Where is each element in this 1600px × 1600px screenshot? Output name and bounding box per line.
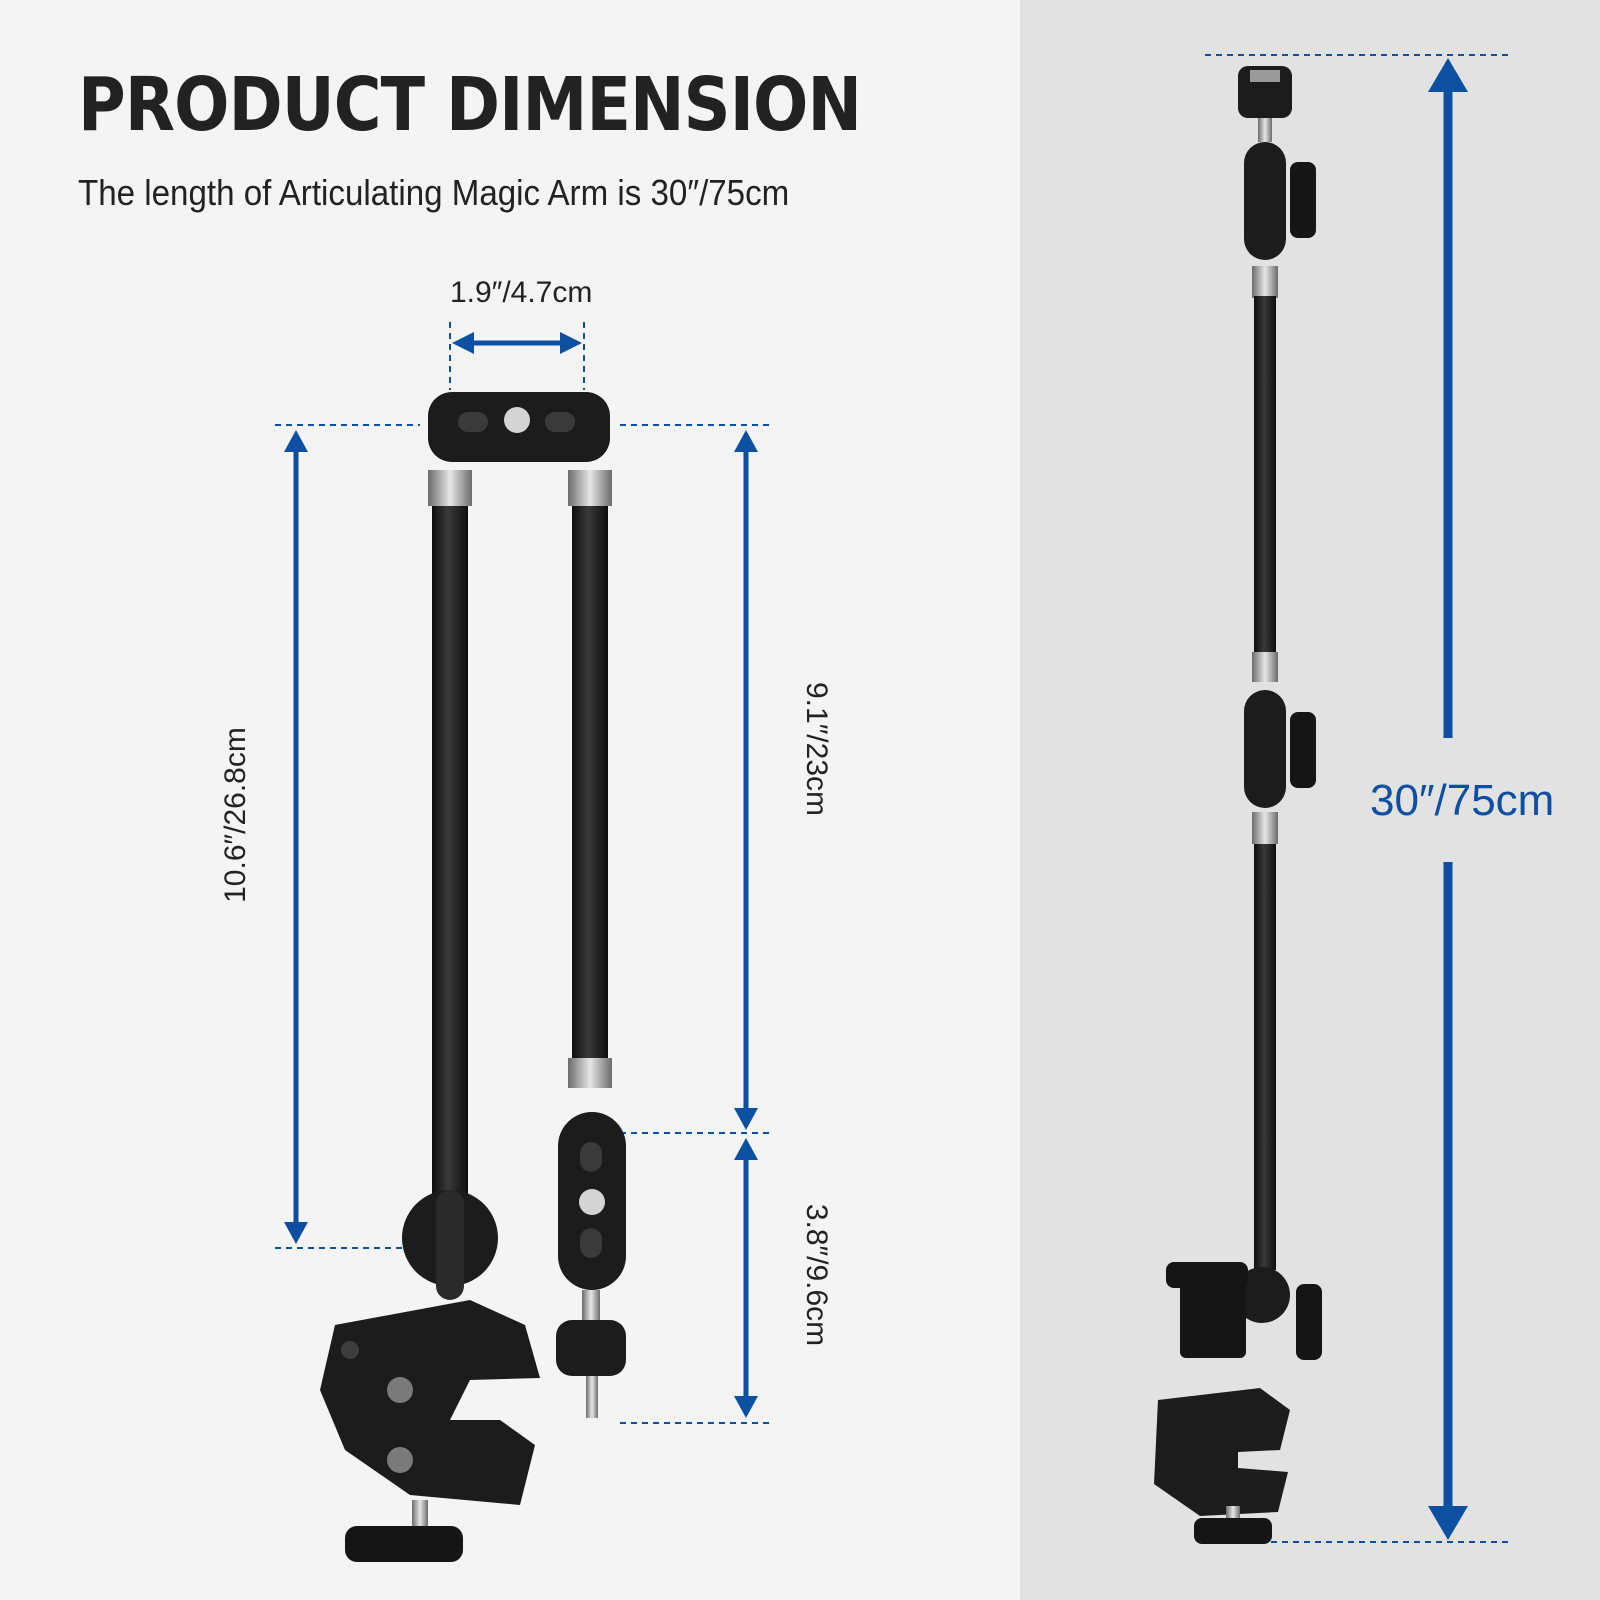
super-clamp [320,1300,540,1562]
connector-width-label: 1.9″/4.7cm [450,276,593,309]
total-length-label: 30″/75cm [1370,776,1555,825]
dimension-guides [275,322,770,1424]
width-arrow [452,332,582,354]
long-arm-arrow [284,430,308,1244]
short-arm-arrow [734,430,758,1130]
total-guides [1205,54,1510,1543]
clamp-knob [345,1526,463,1562]
clamp-knob-right [1194,1518,1272,1544]
mount-length-label: 3.8″/9.6cm [800,1203,833,1347]
short-arm-label: 9.1″/23cm [800,681,833,817]
cold-shoe-mount [556,1320,626,1376]
long-arm-label: 10.6″/26.8cm [219,727,252,903]
page-subtitle: The length of Articulating Magic Arm is … [78,172,790,213]
mount-arrow [734,1138,758,1418]
page-title: PRODUCT DIMENSION [78,62,862,148]
extended-magic-arm [1154,66,1322,1544]
folded-magic-arm [320,392,626,1562]
total-length-arrow [1428,58,1468,1540]
